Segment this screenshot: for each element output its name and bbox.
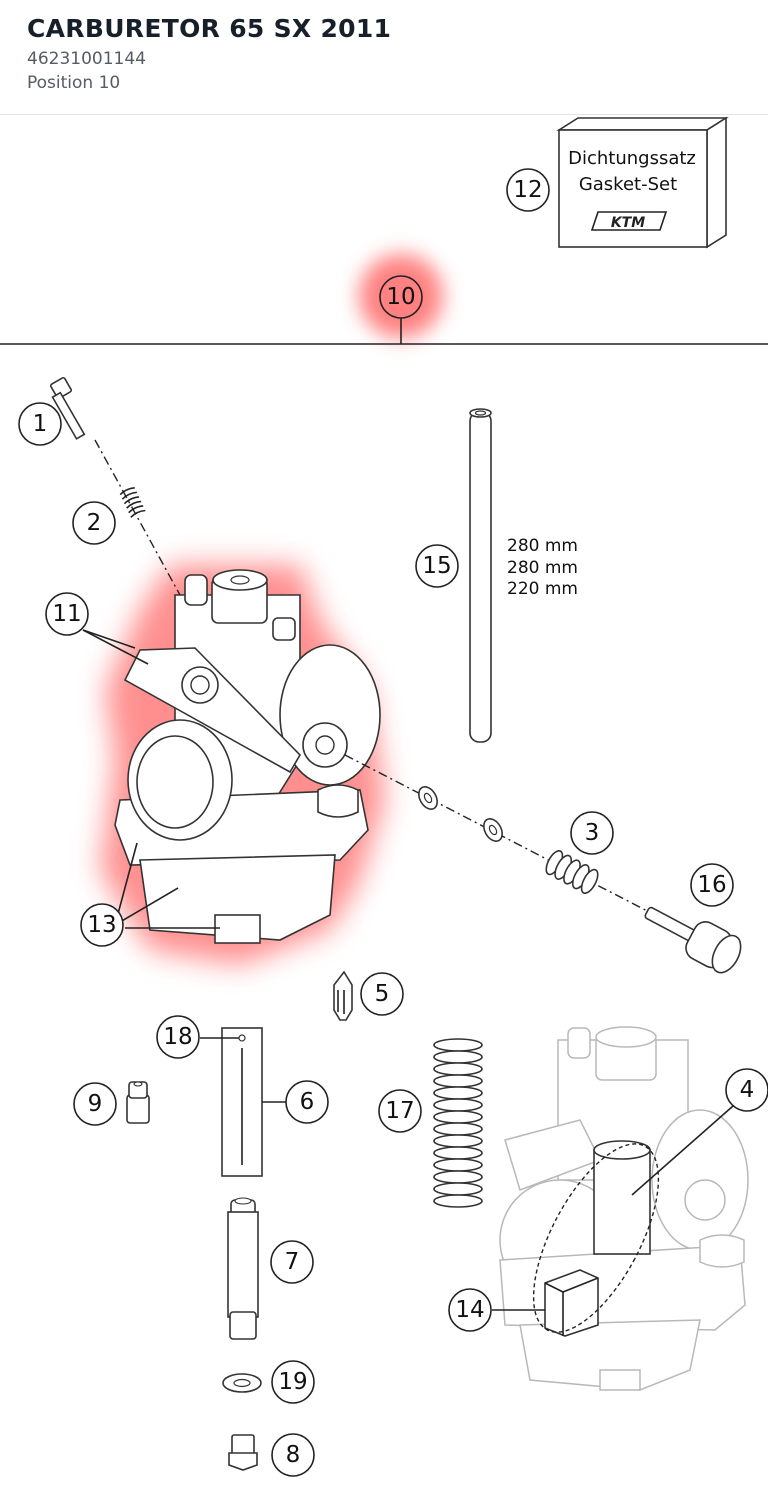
- hose-part: [469, 408, 492, 743]
- page-title: CARBURETOR 65 SX 2011: [27, 14, 392, 43]
- callout-14[interactable]: 14: [448, 1288, 492, 1332]
- ktm-logo-text: KTM: [611, 215, 645, 231]
- callout-2[interactable]: 2: [72, 501, 116, 545]
- callout-6-label: 6: [300, 1089, 315, 1115]
- callout-7[interactable]: 7: [270, 1240, 314, 1284]
- dashed-ellipse: [532, 1143, 660, 1333]
- part-number: 46231001144: [27, 49, 146, 69]
- screw-part: [50, 377, 86, 440]
- adjusting-screw-part: [644, 906, 742, 974]
- needle-jet-part: [227, 1197, 259, 1340]
- callout-17[interactable]: 17: [378, 1089, 422, 1133]
- callout-5-label: 5: [375, 981, 390, 1007]
- gasket-box-line2: Gasket-Set: [579, 174, 677, 195]
- washer-19-part: [222, 1373, 262, 1393]
- callout-10[interactable]: 10: [379, 275, 423, 319]
- ktm-logo: KTM: [590, 211, 668, 231]
- exploded-diagram: Dichtungssatz Gasket-Set KTM 280 mm 280 …: [0, 116, 768, 1477]
- position-label: Position 10: [27, 73, 121, 93]
- callout-18[interactable]: 18: [156, 1015, 200, 1059]
- gasket-box-line1: Dichtungssatz: [568, 148, 696, 169]
- washer-part-a: [418, 786, 438, 810]
- callout-15-label: 15: [422, 553, 451, 579]
- carburetor-body: [114, 569, 381, 944]
- throttle-slide-part: [593, 1140, 651, 1255]
- callout-11-label: 11: [52, 601, 81, 627]
- callout-14-label: 14: [455, 1297, 484, 1323]
- callout-4-label: 4: [740, 1077, 755, 1103]
- callout-11[interactable]: 11: [45, 592, 89, 636]
- idle-spring-part: [545, 849, 599, 895]
- main-jet-part: [228, 1434, 258, 1471]
- callout-9[interactable]: 9: [73, 1082, 117, 1126]
- callout-18-label: 18: [163, 1024, 192, 1050]
- throttle-spring-part: [433, 1038, 483, 1208]
- callout-8-label: 8: [286, 1442, 301, 1468]
- hose-length-2: 280 mm: [507, 558, 578, 578]
- callout-5[interactable]: 5: [360, 972, 404, 1016]
- hose-length-3: 220 mm: [507, 579, 578, 599]
- float-part: [544, 1269, 599, 1337]
- callout-16-label: 16: [697, 872, 726, 898]
- ghost-carburetor: [499, 1026, 749, 1391]
- callout-17-label: 17: [385, 1098, 414, 1124]
- callout-12[interactable]: 12: [506, 168, 550, 212]
- jet-needle-part: [221, 1027, 263, 1177]
- callout-8[interactable]: 8: [271, 1433, 315, 1477]
- callout-15[interactable]: 15: [415, 544, 459, 588]
- washer-part-b: [483, 818, 503, 842]
- callout-16[interactable]: 16: [690, 863, 734, 907]
- highlight-glow-10: [359, 254, 443, 338]
- float-needle-part: [333, 970, 353, 1021]
- hose-length-1: 280 mm: [507, 536, 578, 556]
- callout-1-label: 1: [33, 411, 48, 437]
- small-spring-part: [119, 487, 146, 518]
- callout-6[interactable]: 6: [285, 1080, 329, 1124]
- callout-3[interactable]: 3: [570, 811, 614, 855]
- callout-13[interactable]: 13: [80, 903, 124, 947]
- callout-7-label: 7: [285, 1249, 300, 1275]
- callout-9-label: 9: [88, 1091, 103, 1117]
- header: CARBURETOR 65 SX 2011 46231001144 Positi…: [0, 0, 768, 115]
- callout-19-label: 19: [278, 1369, 307, 1395]
- callout-4[interactable]: 4: [725, 1068, 768, 1112]
- pilot-jet-part: [126, 1081, 150, 1124]
- callout-19[interactable]: 19: [271, 1360, 315, 1404]
- callout-2-label: 2: [87, 510, 102, 536]
- gasket-set-box: Dichtungssatz Gasket-Set KTM: [556, 116, 729, 249]
- callout-13-label: 13: [87, 912, 116, 938]
- callout-3-label: 3: [585, 820, 600, 846]
- callout-12-label: 12: [513, 177, 542, 203]
- callout-1[interactable]: 1: [18, 402, 62, 446]
- callout-10-label: 10: [386, 284, 415, 310]
